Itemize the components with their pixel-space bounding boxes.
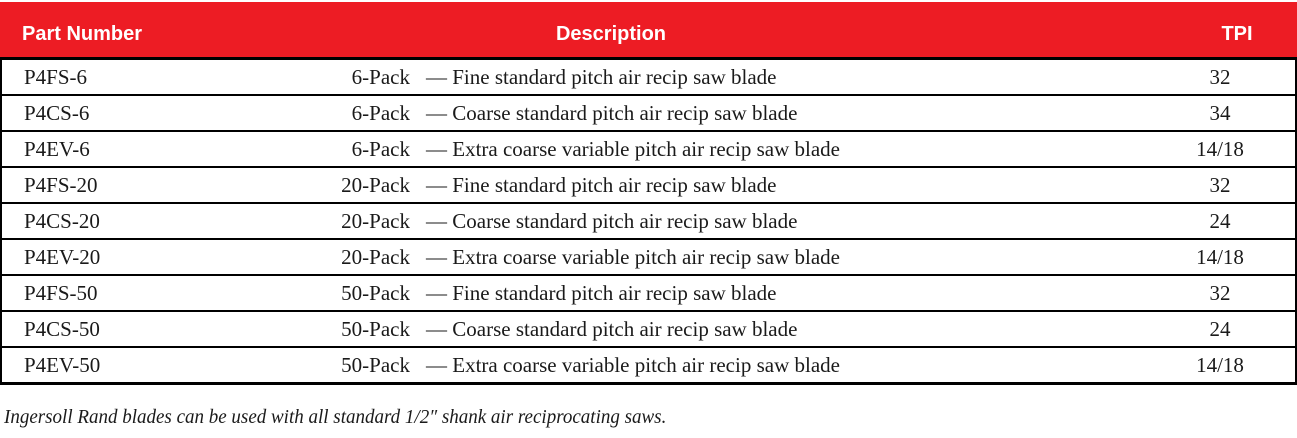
- part-number-cell: P4CS-50: [24, 316, 100, 341]
- pack-size-label: 20-Pack: [341, 172, 410, 197]
- pack-size-label: 20-Pack: [341, 244, 410, 269]
- part-number-cell: P4FS-6: [24, 64, 88, 89]
- description-text: — Coarse standard pitch air recip saw bl…: [426, 316, 798, 341]
- description-cell: 20-Pack — Fine standard pitch air recip s…: [320, 173, 1145, 198]
- part-number-cell: P4FS-50: [24, 280, 98, 305]
- part-number-cell: P4FS-20: [24, 172, 98, 197]
- description-text: — Extra coarse variable pitch air recip …: [426, 244, 840, 269]
- tpi-cell: 14/18: [1196, 244, 1244, 269]
- pack-size-label: 50-Pack: [341, 352, 410, 377]
- description-cell: 6-Pack — Fine standard pitch air recip sa…: [320, 65, 1145, 90]
- table-row: P4CS-50 50-Pack — Coarse standard pitch ai…: [2, 312, 1295, 348]
- description-cell: 6-Pack — Extra coarse variable pitch air …: [320, 137, 1145, 162]
- tpi-cell: 34: [1209, 100, 1231, 125]
- description-text: — Fine standard pitch air recip saw blad…: [426, 64, 777, 89]
- description-text: — Extra coarse variable pitch air recip …: [426, 136, 840, 161]
- description-text: — Extra coarse variable pitch air recip …: [426, 352, 840, 377]
- table-body: P4FS-6 6-Pack — Fine standard pitch air re…: [0, 57, 1297, 385]
- table-row: P4EV-50 50-Pack — Extra coarse variable pi…: [2, 348, 1295, 382]
- description-cell: 6-Pack — Coarse standard pitch air recip …: [320, 101, 1145, 126]
- part-number-cell: P4CS-6: [24, 100, 90, 125]
- pack-size-label: 50-Pack: [341, 316, 410, 341]
- table-row: P4CS-6 6-Pack — Coarse standard pitch air …: [2, 96, 1295, 132]
- description-text: — Fine standard pitch air recip saw blad…: [426, 280, 777, 305]
- table-row: P4CS-20 20-Pack — Coarse standard pitch ai…: [2, 204, 1295, 240]
- table-header-row: Part Number Description TPI: [0, 2, 1297, 57]
- table-row: P4FS-20 20-Pack — Fine standard pitch air …: [2, 168, 1295, 204]
- table-row: P4FS-50 50-Pack — Fine standard pitch air …: [2, 276, 1295, 312]
- tpi-cell: 32: [1209, 280, 1231, 305]
- description-cell: 20-Pack — Extra coarse variable pitch air…: [320, 245, 1145, 270]
- description-text: — Fine standard pitch air recip saw blad…: [426, 172, 777, 197]
- description-text: — Coarse standard pitch air recip saw bl…: [426, 208, 798, 233]
- table-row: P4EV-6 6-Pack — Extra coarse variable pitc…: [2, 132, 1295, 168]
- pack-size-label: 6-Pack: [351, 64, 410, 89]
- column-header-part-number: Part Number: [22, 23, 143, 45]
- table-row: P4EV-20 20-Pack — Extra coarse variable pi…: [2, 240, 1295, 276]
- column-header-description: Description: [555, 23, 667, 45]
- part-number-cell: P4CS-20: [24, 208, 100, 233]
- tpi-cell: 14/18: [1196, 352, 1244, 377]
- column-header-tpi: TPI: [1221, 23, 1253, 45]
- description-cell: 50-Pack — Coarse standard pitch air recip…: [320, 317, 1145, 342]
- pack-size-label: 6-Pack: [351, 100, 410, 125]
- description-cell: 20-Pack — Coarse standard pitch air recip…: [320, 209, 1145, 234]
- table-row: P4FS-6 6-Pack — Fine standard pitch air re…: [2, 60, 1295, 96]
- part-number-cell: P4EV-6: [24, 136, 90, 161]
- tpi-cell: 32: [1209, 172, 1231, 197]
- pack-size-label: 50-Pack: [341, 280, 410, 305]
- tpi-cell: 32: [1209, 64, 1231, 89]
- footnote: Ingersoll Rand blades can be used with a…: [4, 406, 667, 428]
- tpi-cell: 24: [1209, 208, 1231, 233]
- description-cell: 50-Pack — Extra coarse variable pitch air…: [320, 353, 1145, 378]
- pack-size-label: 20-Pack: [341, 208, 410, 233]
- description-cell: 50-Pack — Fine standard pitch air recip s…: [320, 281, 1145, 306]
- part-number-cell: P4EV-20: [24, 244, 101, 269]
- pack-size-label: 6-Pack: [351, 136, 410, 161]
- part-number-cell: P4EV-50: [24, 352, 101, 377]
- tpi-cell: 24: [1209, 316, 1231, 341]
- description-text: — Coarse standard pitch air recip saw bl…: [426, 100, 798, 125]
- tpi-cell: 14/18: [1196, 136, 1244, 161]
